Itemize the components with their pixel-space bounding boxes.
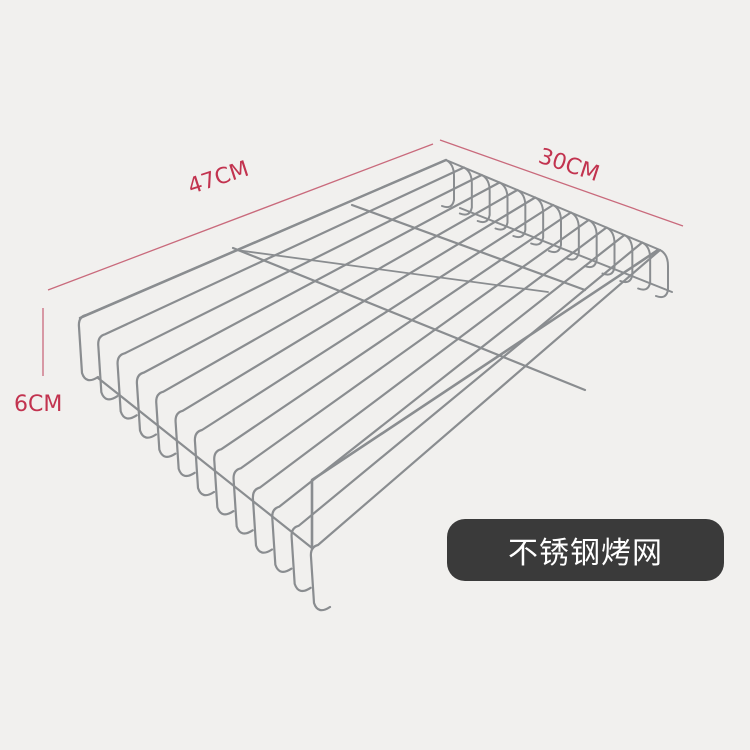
rack-wire-end bbox=[441, 159, 455, 209]
rack-wire bbox=[174, 196, 537, 478]
rack-wire-end bbox=[565, 211, 580, 261]
rack-wire bbox=[271, 233, 626, 573]
rack-rail bbox=[235, 249, 549, 293]
rack-wire-end bbox=[655, 249, 669, 299]
rack-wire bbox=[135, 181, 501, 439]
rack-wire bbox=[97, 166, 465, 401]
rack-wire bbox=[213, 211, 572, 516]
rack-wire bbox=[290, 241, 644, 593]
rack-rail bbox=[445, 159, 661, 251]
rack-wire-end bbox=[512, 189, 527, 239]
rack-wire-end bbox=[530, 196, 545, 246]
rack-wire-end bbox=[458, 166, 473, 216]
rack-wire bbox=[193, 203, 555, 497]
rack-rail bbox=[96, 376, 314, 550]
rack-wire bbox=[155, 188, 519, 458]
rack-wire bbox=[251, 226, 608, 554]
rack-rail bbox=[78, 158, 448, 320]
rack-wire-end bbox=[476, 174, 491, 224]
rack-rail bbox=[231, 246, 587, 392]
rack-wire bbox=[309, 248, 662, 612]
rack-wire bbox=[116, 173, 483, 420]
width-dimension-line bbox=[439, 139, 684, 227]
height-label: 6CM bbox=[14, 392, 63, 417]
rack-wire bbox=[232, 218, 590, 535]
rack-wire-end bbox=[601, 226, 616, 276]
rack-wire-end bbox=[548, 204, 562, 254]
rack-wire-end bbox=[637, 241, 652, 291]
rack-rail bbox=[310, 248, 660, 550]
rack-wire-end bbox=[494, 181, 509, 231]
caption-badge: 不锈钢烤网 bbox=[447, 519, 724, 581]
length-dimension-line bbox=[47, 143, 434, 291]
rack-rail bbox=[350, 203, 587, 292]
rack-wire-end bbox=[619, 234, 634, 284]
wire-rack bbox=[77, 158, 673, 612]
rack-rail bbox=[459, 207, 673, 293]
rack-wire-end bbox=[583, 219, 598, 269]
